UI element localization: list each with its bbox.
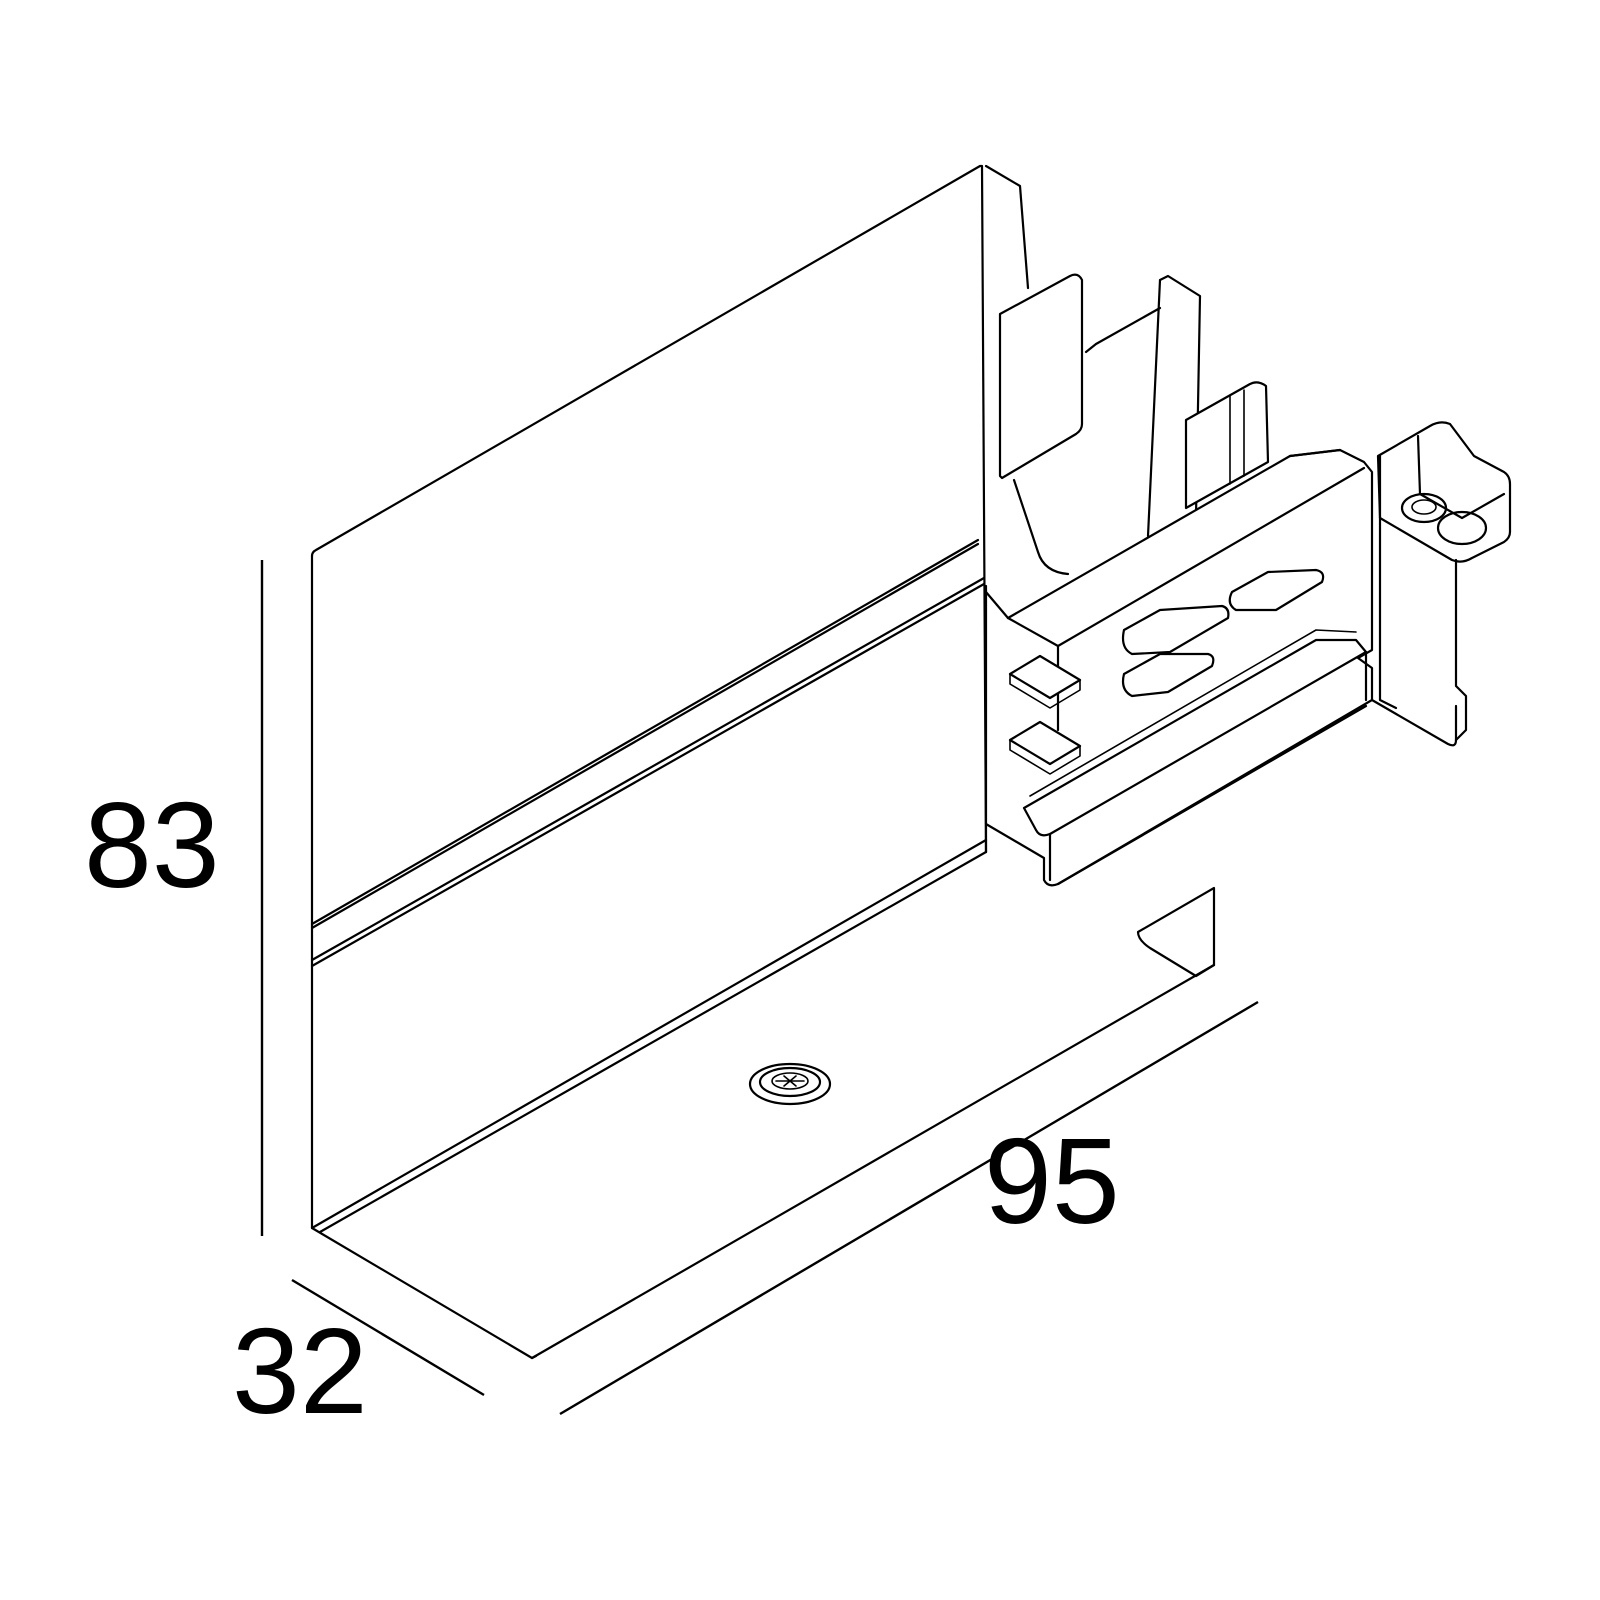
groove-upper [310,538,980,926]
slot-1 [1121,604,1230,656]
depth-dimension-line [291,1278,485,1397]
slot-3 [1121,652,1215,698]
housing-top-edge [310,164,988,854]
length-dimension-line [559,1000,1259,1416]
housing-inner-line [318,850,988,1234]
height-dimension-label: 83 [84,777,220,913]
slot-2 [1228,568,1325,612]
screw-icon [748,1062,832,1106]
contact-blade-1 [998,273,1084,480]
contact-blade-3 [1184,381,1270,510]
adapter-housing [310,164,1216,1360]
housing-front-face [310,554,538,1360]
contact-plate [984,164,1070,576]
depth-dimension-label: 32 [232,1303,368,1439]
housing-inner-bottom [310,838,988,1230]
lower-rail [1022,638,1368,837]
housing-bottom-edge [530,963,1216,1360]
groove-mid-2 [310,582,986,968]
groove-mid [310,576,986,962]
length-dimension-label: 95 [984,1113,1120,1249]
terminal-block [984,448,1458,978]
groove-upper-2 [310,542,980,930]
contact-blade-2 [1084,274,1202,538]
clamp-latch [1376,421,1512,742]
clamp-screw-icon [1400,492,1448,524]
